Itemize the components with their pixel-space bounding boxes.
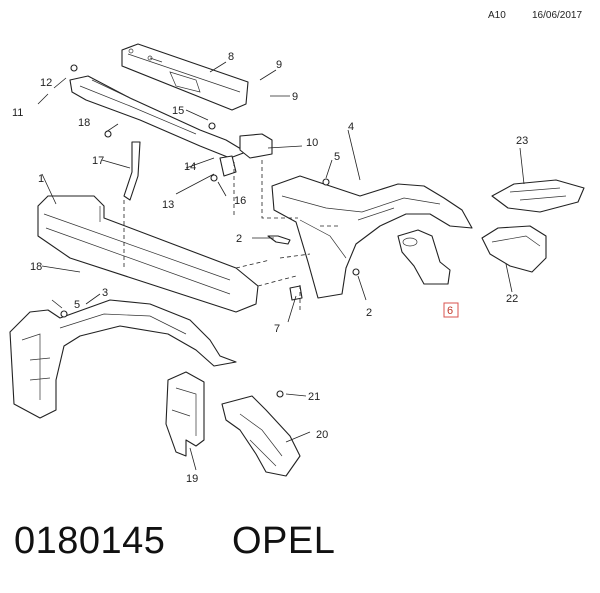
part-left-rail <box>9 299 237 419</box>
part-cover-panel-23 <box>491 179 585 213</box>
label-10: 10 <box>306 137 318 149</box>
bolt-2-upper <box>267 235 291 245</box>
part-duct-6 <box>397 229 451 285</box>
label-9-upper: 9 <box>276 59 282 71</box>
part-bumper-beam <box>37 195 297 313</box>
diagram-date: 16/06/2017 <box>532 10 583 21</box>
part-bracket-22 <box>481 225 547 273</box>
label-1: 1 <box>38 173 44 185</box>
part-upper-tie-bar <box>121 43 249 111</box>
label-14: 14 <box>184 161 196 173</box>
part-lower-bracket-20 <box>221 395 301 477</box>
label-2-upper: 2 <box>236 233 242 245</box>
label-13: 13 <box>162 199 174 211</box>
highlight-box <box>443 302 459 318</box>
part-right-rail <box>271 175 473 299</box>
label-7: 7 <box>274 323 280 335</box>
label-6: 6 <box>447 305 453 317</box>
part-clip-7 <box>289 285 303 301</box>
label-9-lower: 9 <box>292 91 298 103</box>
exploded-parts-diagram: 1 2 2 3 4 5 5 6 7 8 9 9 10 11 12 13 14 1… <box>9 43 585 485</box>
leader-lines <box>37 61 525 471</box>
label-23: 23 <box>516 135 528 147</box>
label-5-right: 5 <box>334 151 340 163</box>
label-11: 11 <box>12 107 23 119</box>
label-2-lower: 2 <box>366 307 372 319</box>
label-12: 12 <box>40 77 52 89</box>
label-3: 3 <box>102 287 108 299</box>
label-16: 16 <box>234 195 246 207</box>
label-17: 17 <box>92 155 104 167</box>
part-upper-cross-bracket <box>69 64 247 159</box>
label-18-upper: 18 <box>78 117 90 129</box>
part-support-strut <box>123 141 141 201</box>
label-22: 22 <box>506 293 518 305</box>
part-small-bracket-14 <box>219 155 237 177</box>
label-4: 4 <box>348 121 354 133</box>
label-19: 19 <box>186 473 198 485</box>
brand-name: OPEL <box>232 520 336 562</box>
diagram-code: A10 <box>488 10 506 21</box>
label-15: 15 <box>172 105 184 117</box>
label-21: 21 <box>308 391 320 403</box>
label-20: 20 <box>316 429 328 441</box>
label-18-lower: 18 <box>30 261 42 273</box>
label-5-left: 5 <box>74 299 80 311</box>
callout-labels: 1 2 2 3 4 5 5 6 7 8 9 9 10 11 12 13 14 1… <box>12 51 528 485</box>
part-number: 0180145 <box>14 520 166 562</box>
part-bracket-10 <box>239 133 273 159</box>
label-8: 8 <box>228 51 234 63</box>
